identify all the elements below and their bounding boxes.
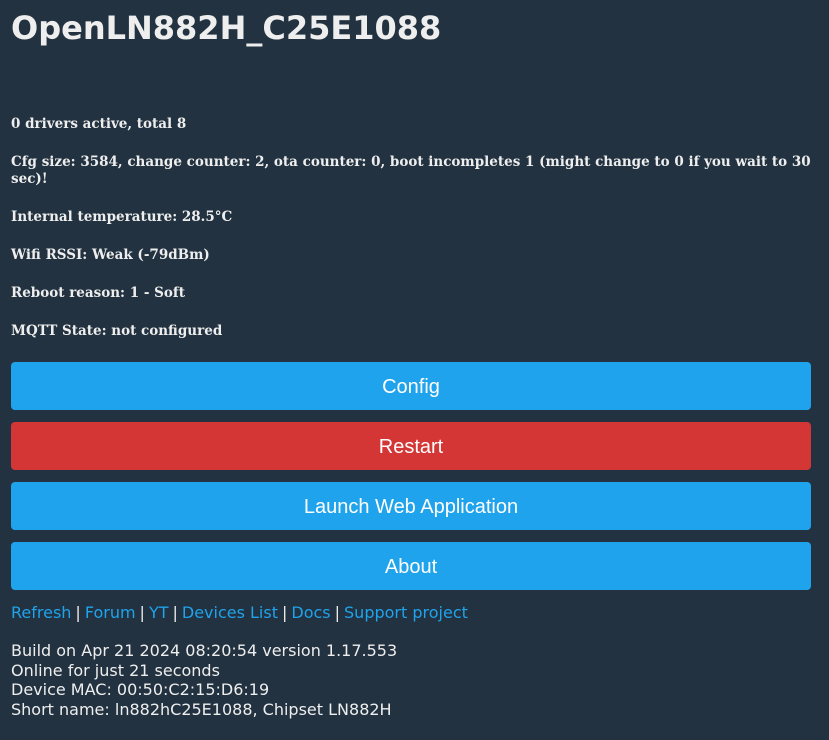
device-info: Build on Apr 21 2024 08:20:54 version 1.… bbox=[11, 641, 397, 719]
short-name-info: Short name: ln882hC25E1088, Chipset LN88… bbox=[11, 699, 392, 719]
wifi-status: Wifi RSSI: Weak (-79dBm) bbox=[11, 247, 210, 263]
devices-list-link[interactable]: Devices List bbox=[181, 603, 278, 622]
restart-button[interactable]: Restart bbox=[11, 422, 811, 470]
refresh-link[interactable]: Refresh bbox=[11, 603, 72, 622]
link-separator: | bbox=[334, 603, 341, 622]
forum-link[interactable]: Forum bbox=[84, 603, 136, 622]
launch-web-app-button[interactable]: Launch Web Application bbox=[11, 482, 811, 530]
yt-link[interactable]: YT bbox=[148, 603, 169, 622]
docs-link[interactable]: Docs bbox=[291, 603, 331, 622]
support-project-link[interactable]: Support project bbox=[344, 603, 468, 622]
link-separator: | bbox=[139, 603, 145, 622]
status-panel: 0 drivers active, total 8 Cfg size: 3584… bbox=[11, 116, 811, 361]
reboot-status: Reboot reason: 1 - Soft bbox=[11, 285, 185, 301]
mqtt-status: MQTT State: not configured bbox=[11, 323, 223, 339]
config-button[interactable]: Config bbox=[11, 362, 811, 410]
button-group: Config Restart Launch Web Application Ab… bbox=[11, 362, 811, 602]
uptime-info: Online for just 21 seconds bbox=[11, 660, 220, 680]
link-separator: | bbox=[172, 603, 178, 622]
cfg-status: Cfg size: 3584, change counter: 2, ota c… bbox=[11, 154, 811, 187]
link-separator: | bbox=[75, 603, 81, 622]
mac-info: Device MAC: 00:50:C2:15:D6:19 bbox=[11, 680, 270, 699]
drivers-status: 0 drivers active, total 8 bbox=[11, 116, 187, 132]
footer-links: Refresh|Forum|YT|Devices List|Docs|Suppo… bbox=[11, 603, 468, 623]
page-title: OpenLN882H_C25E1088 bbox=[11, 9, 442, 47]
build-info: Build on Apr 21 2024 08:20:54 version 1.… bbox=[11, 641, 398, 660]
temperature-status: Internal temperature: 28.5°C bbox=[11, 209, 233, 225]
link-separator: | bbox=[281, 603, 288, 622]
about-button[interactable]: About bbox=[11, 542, 811, 590]
